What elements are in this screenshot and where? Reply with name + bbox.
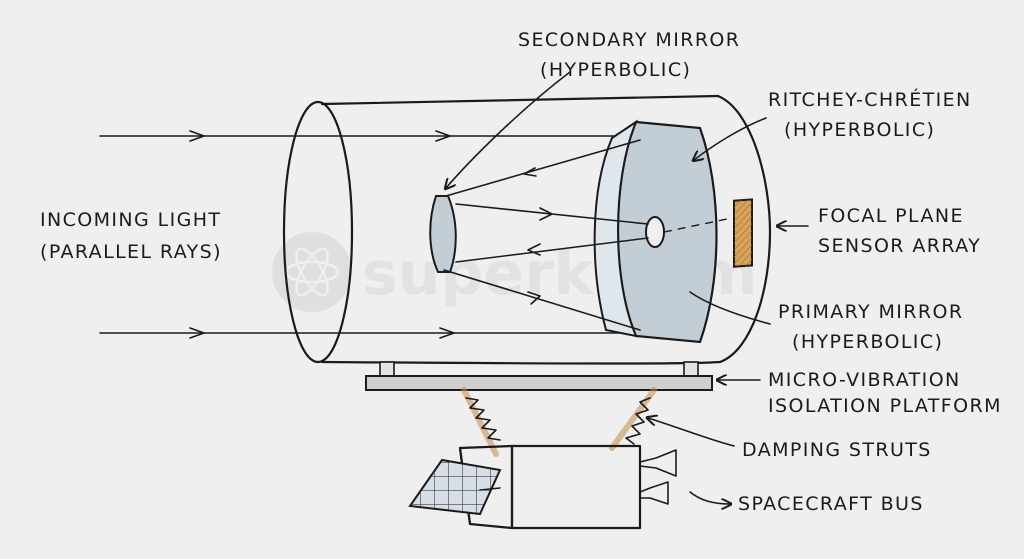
label-primary-mirror-line1: PRIMARY MIRROR [778, 301, 963, 323]
thruster-lower [639, 481, 669, 505]
incoming-light-rays [99, 130, 641, 339]
label-spacecraft-bus: SPACECRAFT BUS [738, 493, 924, 515]
label-ritchey: RITCHEY-CHRÉTIEN (HYPERBOLIC) [768, 88, 972, 141]
label-primary-mirror-line2: (HYPERBOLIC) [792, 331, 943, 353]
solar-panel [408, 458, 502, 516]
secondary-mirror [429, 195, 457, 273]
telescope-tube [282, 94, 772, 365]
reflected-rays [443, 139, 649, 331]
label-focal-plane-line1: FOCAL PLANE [818, 205, 964, 227]
primary-mirror-hole [645, 216, 665, 248]
label-isolation-platform-line2: ISOLATION PLATFORM [768, 395, 1002, 417]
label-focal-plane: FOCAL PLANE SENSOR ARRAY [818, 205, 981, 257]
label-incoming-light: INCOMING LIGHT (PARALLEL RAYS) [40, 209, 222, 263]
label-incoming-light-line2: (PARALLEL RAYS) [40, 241, 222, 263]
pointer-primary-mirror [689, 291, 771, 325]
watermark-logo-icon [272, 232, 352, 312]
pointer-secondary-mirror [446, 71, 571, 188]
label-isolation-platform-line1: MICRO-VIBRATION [768, 369, 961, 391]
label-primary-mirror: PRIMARY MIRROR (HYPERBOLIC) [778, 301, 963, 353]
label-focal-plane-line2: SENSOR ARRAY [818, 235, 981, 257]
label-damping-struts: DAMPING STRUTS [742, 439, 932, 461]
label-secondary-mirror: SECONDARY MIRROR (HYPERBOLIC) [518, 29, 740, 81]
label-secondary-mirror-line2: (HYPERBOLIC) [540, 59, 691, 81]
pointer-spacecraft-bus [689, 491, 730, 504]
spacecraft-bus [408, 444, 677, 530]
label-ritchey-line2: (HYPERBOLIC) [784, 119, 935, 141]
isolation-platform [365, 361, 713, 391]
leader-lines [446, 71, 809, 504]
pointer-damping-struts [648, 418, 735, 447]
primary-mirror [593, 119, 733, 344]
damping-struts [461, 387, 657, 457]
label-ritchey-line1: RITCHEY-CHRÉTIEN [768, 88, 972, 111]
damping-strut-right [609, 387, 657, 451]
focal-plane-sensor [733, 198, 753, 268]
label-isolation-platform: MICRO-VIBRATION ISOLATION PLATFORM [768, 369, 1002, 417]
label-incoming-light-line1: INCOMING LIGHT [40, 209, 221, 231]
thruster-upper [639, 449, 677, 477]
label-secondary-mirror-line1: SECONDARY MIRROR [518, 29, 740, 51]
damping-strut-left [461, 387, 501, 457]
pointer-ritchey [694, 117, 767, 160]
tube-aperture [282, 100, 354, 364]
